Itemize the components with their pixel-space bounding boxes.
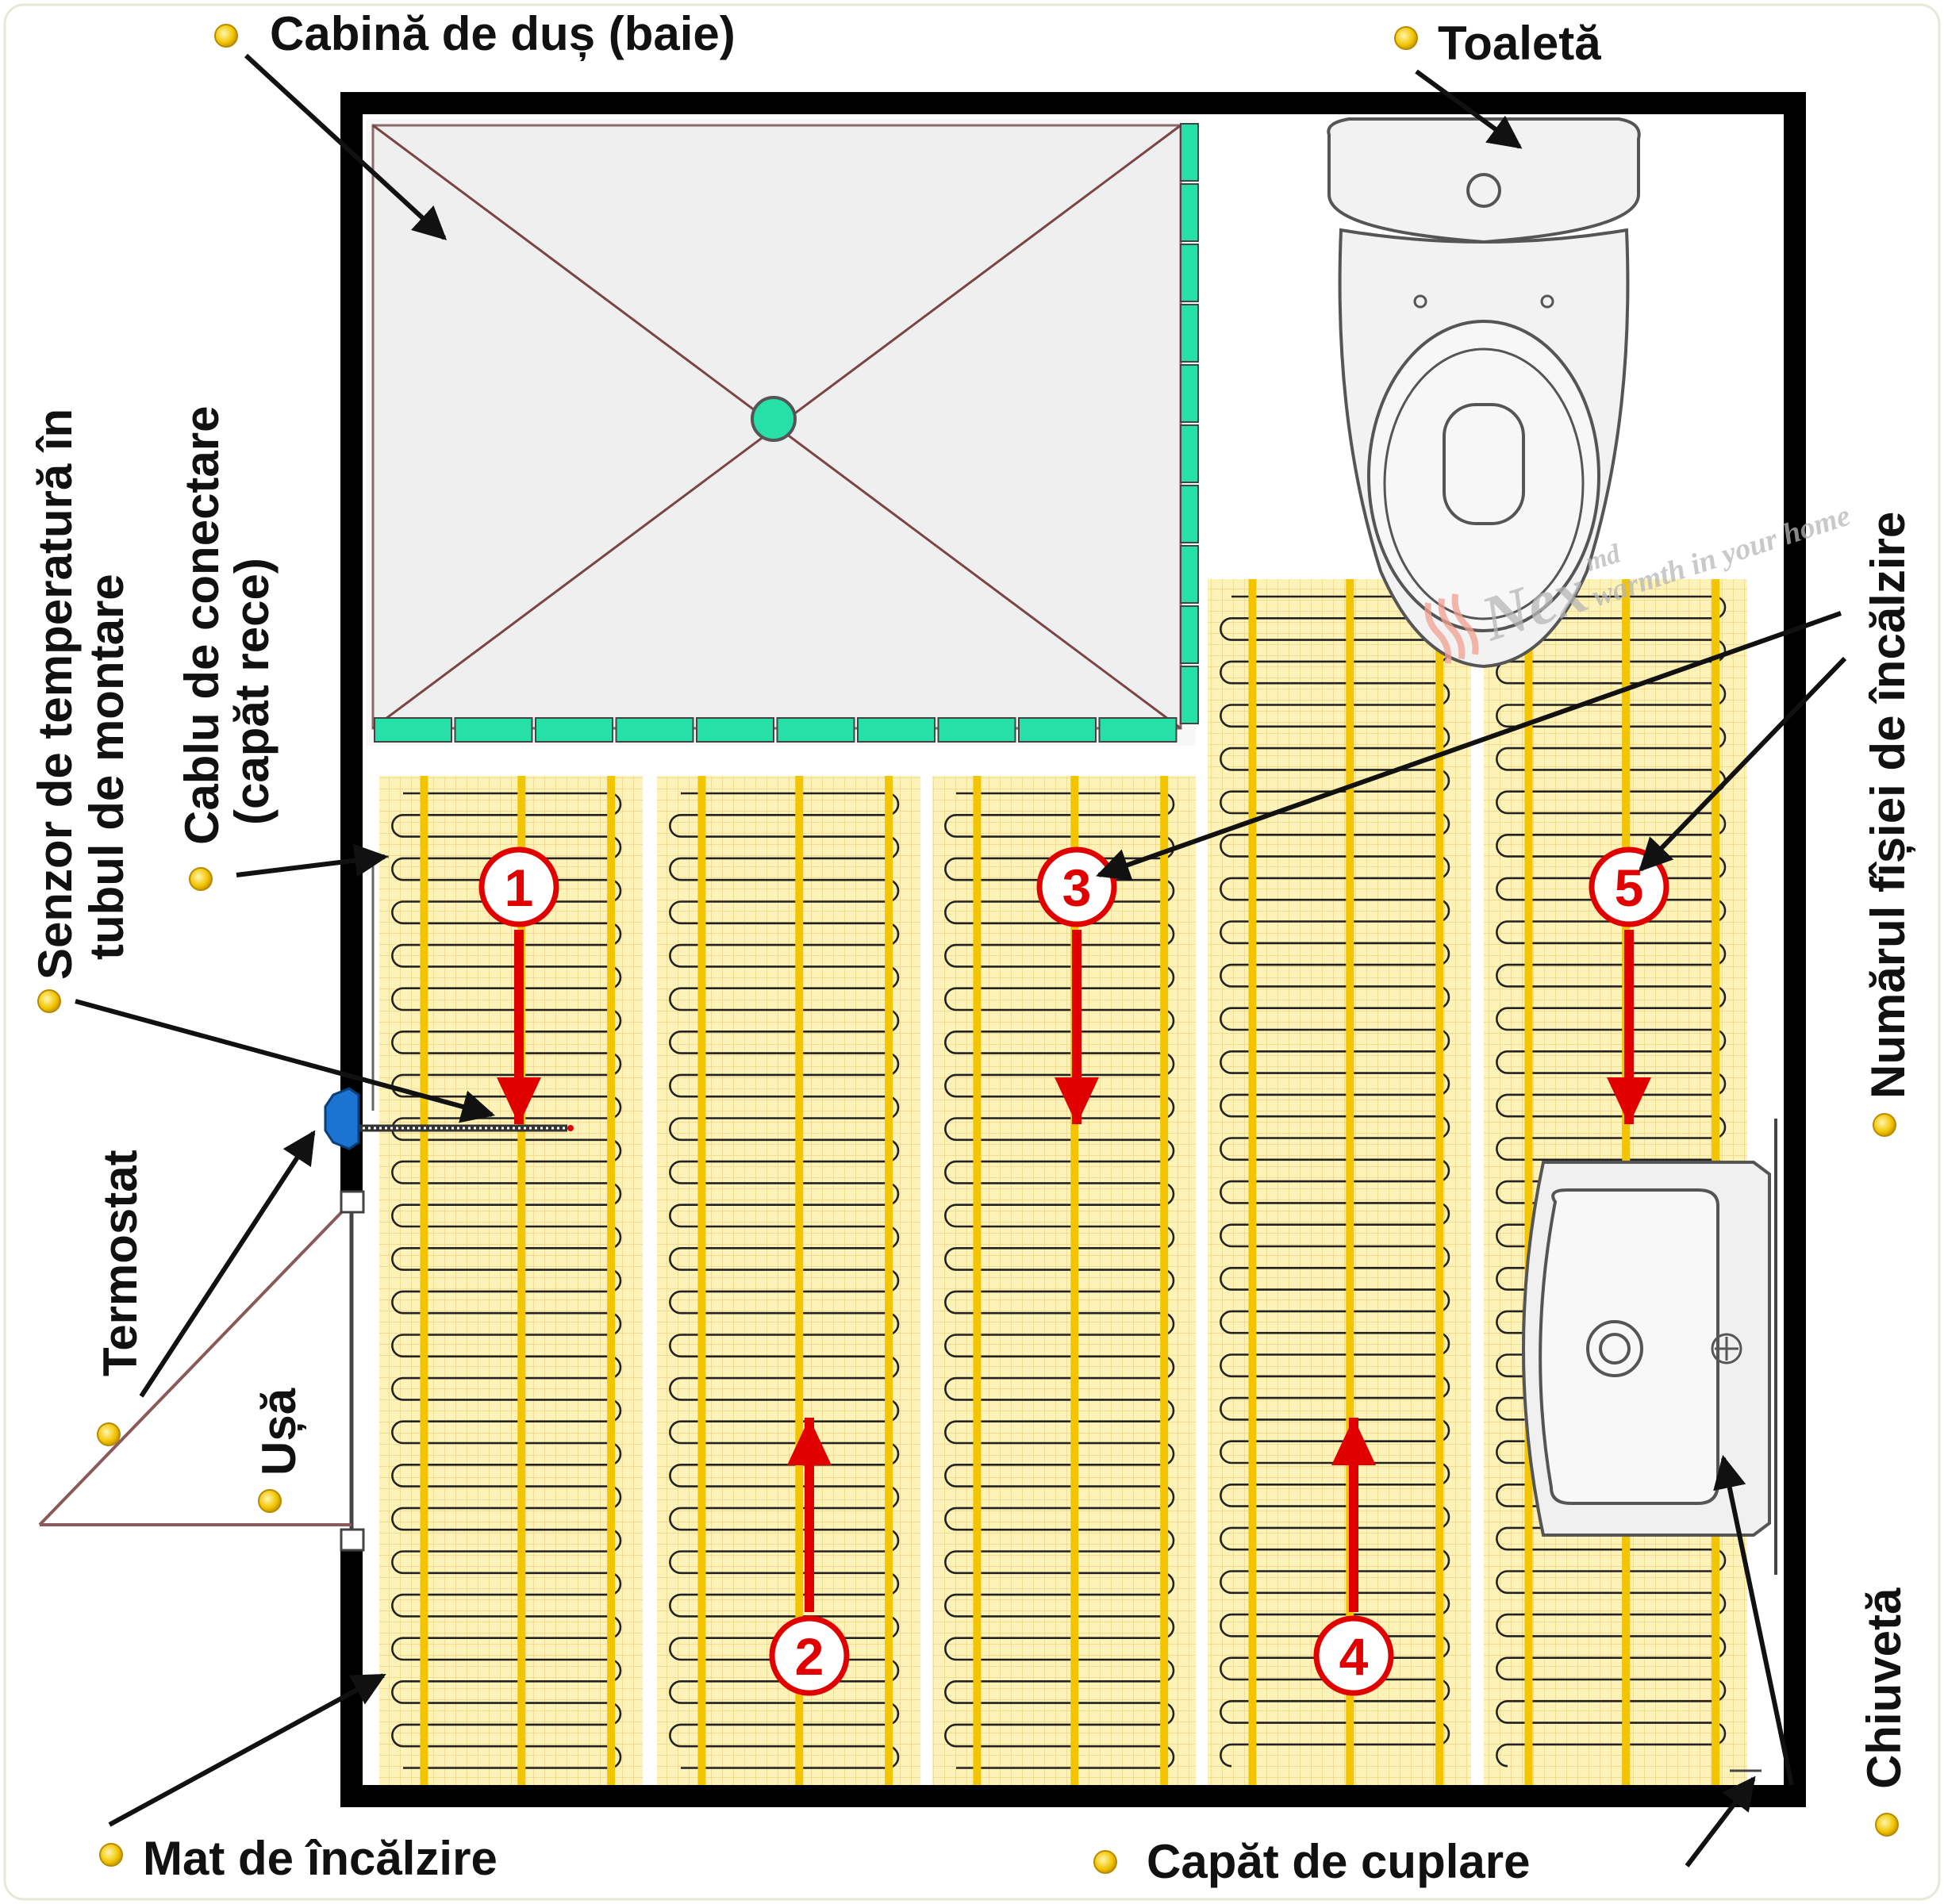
shower-tile <box>1180 666 1199 724</box>
bullet-icon <box>37 989 61 1013</box>
sink-label: Chiuvetă <box>1858 1587 1911 1789</box>
arrow-icon <box>787 1418 832 1612</box>
arrow-icon <box>497 930 541 1125</box>
heating-strip-3 <box>932 776 1196 1787</box>
shower-tile <box>1180 485 1199 543</box>
strip-marker-2: 2 <box>769 1418 850 1696</box>
shower-tile <box>1180 364 1199 423</box>
shower-tile <box>1180 424 1199 483</box>
shower-drain-icon <box>751 396 797 442</box>
bullet-icon <box>258 1489 282 1513</box>
mat-grid <box>379 776 643 1787</box>
sensor-tube <box>357 1124 574 1132</box>
strip-number-circle <box>1313 1615 1394 1696</box>
shower-tiles <box>374 123 1199 743</box>
arrow-icon <box>1331 1418 1376 1612</box>
strip-marker-1: 1 <box>478 846 559 1125</box>
heating-cable <box>669 792 900 1769</box>
image-frame <box>3 3 1941 1901</box>
bullet-icon <box>97 1422 121 1446</box>
mat-grid <box>1208 579 1471 1787</box>
shower-tile <box>615 717 694 743</box>
heating-strip-2 <box>657 776 920 1787</box>
shower-tile <box>1180 304 1199 363</box>
shower-tile <box>1180 183 1199 242</box>
strip-number-label: Numărul fîșiei de încălzire <box>1861 512 1915 1099</box>
mat-grid <box>932 776 1196 1787</box>
strip-number-text: 5 <box>1615 858 1644 917</box>
strip-marker-4: 4 <box>1313 1418 1394 1696</box>
shower-tile <box>374 717 452 743</box>
thermostat-label: Termostat <box>94 1150 147 1376</box>
sensor-label-line2: tubul de montare <box>80 574 133 960</box>
bullet-icon <box>1093 1850 1117 1874</box>
shower-tile <box>535 717 613 743</box>
shower-tile <box>776 717 855 743</box>
bullet-icon <box>1873 1113 1896 1137</box>
shower-cabin <box>367 119 1199 746</box>
strip-number-circle <box>1036 846 1117 927</box>
strip-number-circle <box>769 1615 850 1696</box>
sink-icon <box>1522 1119 1777 1575</box>
toilet-label: Toaletă <box>1438 17 1601 70</box>
label-bullets <box>37 24 1899 1874</box>
shower-tile <box>1180 244 1199 302</box>
sensor-label-line1: Senzor de temperatură în <box>29 409 82 980</box>
strip-number-text: 4 <box>1339 1627 1369 1686</box>
shower-tile <box>1180 545 1199 604</box>
strip-number-text: 2 <box>795 1627 824 1686</box>
shower-tile <box>1098 717 1178 743</box>
cable-label-line1: Cablu de conectare <box>175 405 229 845</box>
shower-tile <box>1180 605 1199 664</box>
door-label: Ușă <box>252 1388 306 1476</box>
bullet-icon <box>214 24 238 48</box>
shower-tile <box>937 717 1016 743</box>
room-walls <box>340 92 1806 1807</box>
bullet-icon <box>99 1843 123 1867</box>
coupling-end-label: Capăt de cuplare <box>1147 1835 1531 1888</box>
strip-number-text: 3 <box>1062 858 1092 917</box>
strip-markers: 1 2 3 4 5 <box>478 846 1669 1696</box>
bullet-icon <box>1875 1813 1899 1837</box>
strip-number-circle <box>478 846 559 927</box>
shower-label: Cabină de duș (baie) <box>270 7 736 61</box>
shower-tile <box>857 717 936 743</box>
shower-tile <box>696 717 774 743</box>
strip-marker-3: 3 <box>1036 846 1117 1125</box>
arrow-icon <box>1055 930 1099 1125</box>
shower-tile <box>454 717 533 743</box>
shower-tile <box>1180 123 1199 182</box>
cable-label-line2: (capăt rece) <box>225 558 279 825</box>
strip-number-text: 1 <box>505 858 534 917</box>
bullet-icon <box>1394 26 1418 50</box>
arrow-icon <box>1607 930 1651 1125</box>
thermostat-icon <box>324 1087 360 1150</box>
leader-arrows <box>75 53 1847 1868</box>
shower-tile <box>1018 717 1097 743</box>
door-icon <box>38 1190 365 1552</box>
mat-label: Mat de încălzire <box>143 1832 498 1885</box>
heating-strip-1 <box>379 776 643 1787</box>
toilet-icon <box>1327 117 1641 669</box>
heating-strip-4 <box>1208 579 1471 1787</box>
heating-cable <box>944 792 1175 1769</box>
bullet-icon <box>189 867 213 891</box>
